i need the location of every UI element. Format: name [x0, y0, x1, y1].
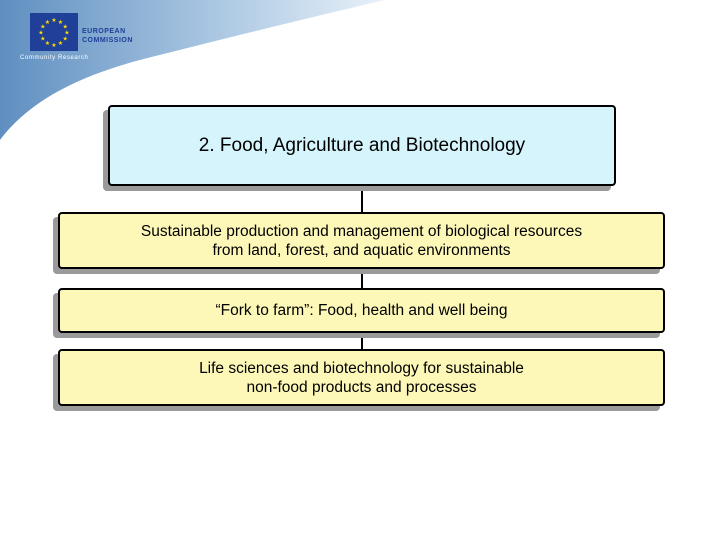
svg-text:★: ★: [40, 24, 45, 31]
eu-stars-icon: ★ ★ ★ ★ ★ ★ ★ ★ ★ ★ ★ ★: [38, 17, 69, 49]
svg-text:★: ★: [51, 17, 56, 24]
diagram-item-box: Life sciences and biotechnology for sust…: [58, 349, 665, 406]
diagram-title-box: 2. Food, Agriculture and Biotechnology: [108, 105, 616, 186]
svg-text:★: ★: [63, 24, 68, 31]
diagram-title: 2. Food, Agriculture and Biotechnology: [198, 134, 526, 156]
logo-subtitle: Community Research: [20, 55, 89, 61]
eu-commission-wordmark: EUROPEAN COMMISSION: [82, 27, 133, 45]
svg-text:★: ★: [51, 42, 56, 49]
diagram-item-label: “Fork to farm”: Food, health and well be…: [215, 302, 508, 319]
logo-line-commission: COMMISSION: [82, 37, 133, 44]
svg-text:★: ★: [58, 19, 63, 26]
svg-text:★: ★: [64, 30, 69, 37]
diagram-item-label: Life sciences and biotechnology for sust…: [199, 359, 524, 396]
logo-line-european: EUROPEAN: [82, 28, 126, 35]
diagram-item-label: Sustainable production and management of…: [140, 222, 583, 259]
svg-text:★: ★: [38, 30, 43, 37]
diagram-item-box: Sustainable production and management of…: [58, 212, 665, 269]
svg-text:★: ★: [45, 40, 50, 47]
header-swoosh: [0, 0, 390, 150]
svg-text:★: ★: [63, 36, 68, 43]
svg-text:★: ★: [58, 40, 63, 47]
svg-text:★: ★: [45, 19, 50, 26]
svg-text:★: ★: [40, 36, 45, 43]
diagram-item-box: “Fork to farm”: Food, health and well be…: [58, 288, 665, 333]
eu-flag-logo: ★ ★ ★ ★ ★ ★ ★ ★ ★ ★ ★ ★: [30, 13, 78, 51]
